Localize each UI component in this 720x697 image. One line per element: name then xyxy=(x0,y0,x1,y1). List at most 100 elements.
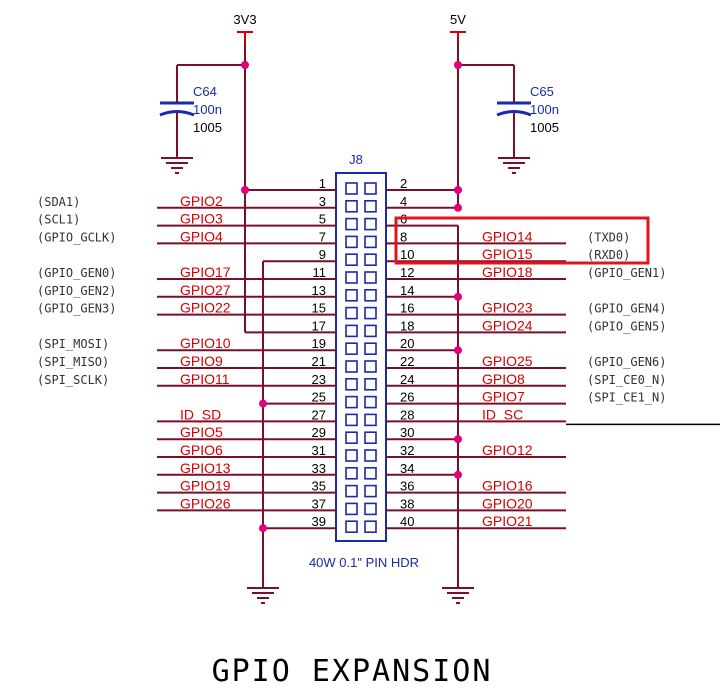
pin-number-5: 5 xyxy=(319,212,326,227)
header-pin-square xyxy=(345,182,358,195)
header-pin-square xyxy=(345,342,358,356)
pin-number-3: 3 xyxy=(319,194,326,209)
pin-number-17: 17 xyxy=(312,318,326,333)
net-label-left-15: GPIO22 xyxy=(180,300,231,316)
components xyxy=(159,31,532,604)
net-label-right-18: GPIO24 xyxy=(482,317,533,333)
alt-function-right-18: (GPIO_GEN5) xyxy=(587,319,666,333)
pin-number-13: 13 xyxy=(312,283,326,298)
header-pin-square xyxy=(345,395,358,409)
wires xyxy=(157,42,720,578)
header-description: 40W 0.1" PIN HDR xyxy=(309,555,419,570)
net-label-right-22: GPIO25 xyxy=(482,353,533,369)
net-label-left-19: GPIO10 xyxy=(180,335,231,351)
header-pin-square xyxy=(364,306,377,320)
net-label-left-5: GPIO3 xyxy=(180,211,223,227)
header-pin-square xyxy=(345,235,358,249)
net-label-right-12: GPIO18 xyxy=(482,264,533,280)
pin-number-30: 30 xyxy=(400,425,414,440)
ground-left-icon xyxy=(247,578,279,604)
alt-function-left-3: (SDA1) xyxy=(37,195,80,209)
net-label-left-33: GPIO13 xyxy=(180,460,231,476)
junction-5v-c65 xyxy=(454,61,462,69)
pin-number-19: 19 xyxy=(312,336,326,351)
pin-number-24: 24 xyxy=(400,372,414,387)
net-label-right-28: ID_SC xyxy=(482,406,523,422)
net-label-left-7: GPIO4 xyxy=(180,228,223,244)
header-pin-square xyxy=(345,324,358,338)
junction-gnd-pin25 xyxy=(259,399,267,408)
header-pin-square xyxy=(364,466,377,480)
c65-value: 100n xyxy=(530,102,559,117)
header-pin-square xyxy=(364,200,377,213)
header-pin-square xyxy=(345,431,358,445)
pin-number-37: 37 xyxy=(312,496,326,511)
net-label-left-11: GPIO17 xyxy=(180,264,231,280)
header-pin-square xyxy=(364,288,377,302)
junction-gnd-right xyxy=(454,346,462,355)
junction-3v3-c64 xyxy=(241,61,249,69)
net-label-right-24: GPIO8 xyxy=(482,371,525,387)
header-pin-square xyxy=(345,200,358,213)
alt-function-left-23: (SPI_SCLK) xyxy=(37,373,109,387)
header-pin-square xyxy=(345,413,358,427)
alt-function-right-22: (GPIO_GEN6) xyxy=(587,355,666,369)
pin-number-34: 34 xyxy=(400,461,414,476)
header-pin-square xyxy=(364,360,377,373)
pin-number-31: 31 xyxy=(312,443,326,458)
c65-package: 1005 xyxy=(530,120,559,135)
c64-ref: C64 xyxy=(193,84,217,99)
header-pin-square xyxy=(364,342,377,356)
c65-plate-bottom xyxy=(496,110,532,117)
c64-package: 1005 xyxy=(193,120,222,135)
pin-number-35: 35 xyxy=(312,479,326,494)
pin-number-9: 9 xyxy=(319,247,326,262)
header-pin-square xyxy=(364,253,377,266)
header-pin-square xyxy=(364,271,377,284)
junction-gnd-pin39 xyxy=(259,524,267,533)
net-label-left-31: GPIO6 xyxy=(180,442,223,458)
net-label-right-10: GPIO15 xyxy=(482,246,533,262)
header-pin-square xyxy=(364,484,377,498)
c65-ref: C65 xyxy=(530,84,554,99)
alt-function-right-26: (SPI_CE1_N) xyxy=(587,391,666,405)
header-pin-square xyxy=(364,324,377,338)
alt-function-right-16: (GPIO_GEN4) xyxy=(587,302,666,316)
header-pin-square xyxy=(345,253,358,266)
ground-right-icon xyxy=(442,578,474,604)
header-pin-square xyxy=(345,466,358,480)
net-label-left-37: GPIO26 xyxy=(180,495,231,511)
header-pin-square xyxy=(345,377,358,391)
pin-number-29: 29 xyxy=(312,425,326,440)
header-pin-square xyxy=(364,431,377,445)
header-pin-square xyxy=(364,182,377,195)
junction-3v3-pin1 xyxy=(241,186,249,194)
header-pin-square xyxy=(364,502,377,516)
junction-5v-pin4 xyxy=(454,203,462,212)
alt-function-left-7: (GPIO_GCLK) xyxy=(37,230,116,244)
header-pin-square xyxy=(345,360,358,373)
header-pin-square xyxy=(345,288,358,302)
net-label-left-27: ID_SD xyxy=(180,406,221,422)
pin-number-8: 8 xyxy=(400,229,407,244)
pin-number-25: 25 xyxy=(312,390,326,405)
header-pin-square xyxy=(364,217,377,231)
header-ref: J8 xyxy=(349,152,363,167)
alt-function-right-24: (SPI_CE0_N) xyxy=(587,373,666,387)
header-pin-square xyxy=(364,449,377,462)
header-pin-square xyxy=(364,235,377,249)
net-label-left-13: GPIO27 xyxy=(180,282,231,298)
net-label-left-23: GPIO11 xyxy=(180,371,230,387)
pin-number-38: 38 xyxy=(400,496,414,511)
header-pin-square xyxy=(364,413,377,427)
uart-pins-highlight-box xyxy=(394,216,650,265)
junction-gnd-right xyxy=(454,470,462,479)
c64-plate-bottom xyxy=(159,110,195,117)
pin-number-40: 40 xyxy=(400,514,414,529)
alt-function-right-10: (RXD0) xyxy=(587,248,630,262)
rail-3v3-label: 3V3 xyxy=(233,12,256,27)
pin-number-7: 7 xyxy=(319,229,326,244)
header-pin-square xyxy=(345,217,358,231)
